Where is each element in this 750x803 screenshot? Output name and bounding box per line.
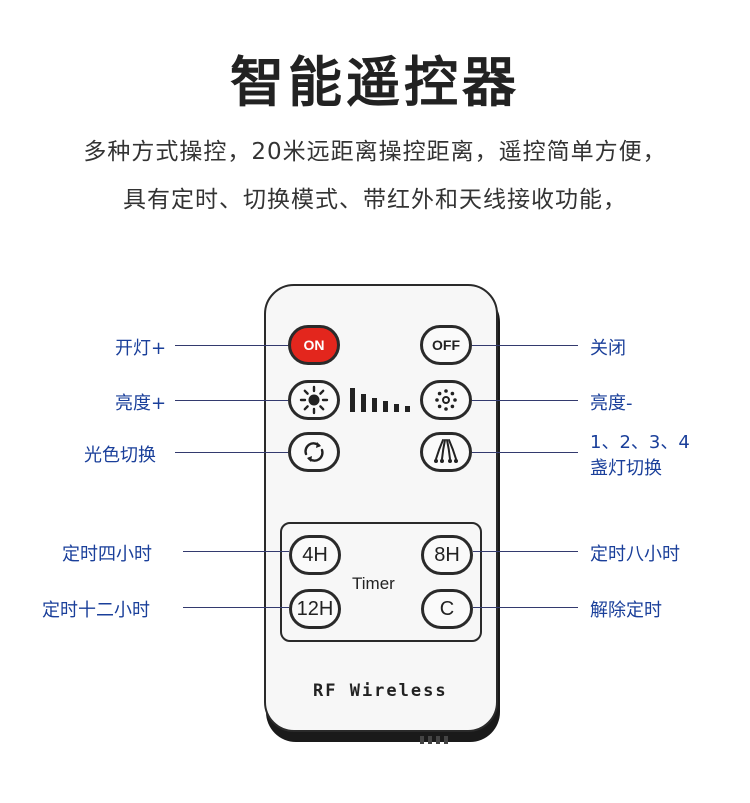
color-switch-button[interactable] xyxy=(288,432,340,472)
callout-line-lamp-switch xyxy=(472,452,578,453)
remote-grip xyxy=(428,736,432,744)
brand-label: RF Wireless xyxy=(313,681,448,701)
label-brightness-down: 亮度- xyxy=(590,393,633,414)
remote-grip xyxy=(420,736,424,744)
callout-line-timer-8h xyxy=(473,551,578,552)
timer-panel xyxy=(280,522,482,642)
callout-line-color-switch xyxy=(175,452,288,453)
callout-line-brightness-up xyxy=(175,400,288,401)
timer-12h-button[interactable]: 12H xyxy=(289,589,341,629)
remote-grip xyxy=(436,736,440,744)
timer-8h-button[interactable]: 8H xyxy=(421,535,473,575)
label-lamp-switch-line2: 盏灯切换 xyxy=(590,458,662,479)
callout-line-brightness-down xyxy=(472,400,578,401)
label-brightness-up: 亮度+ xyxy=(115,393,167,414)
cycle-arrows-icon xyxy=(304,442,324,462)
label-timer-12h: 定时十二小时 xyxy=(42,600,150,621)
lamp-switch-button[interactable] xyxy=(420,432,472,472)
description-line-1: 多种方式操控，20米远距离操控距离，遥控简单方便， xyxy=(83,139,667,165)
timer-label: Timer xyxy=(352,574,395,593)
timer-clear-button[interactable]: C xyxy=(421,589,473,629)
brightness-up-button[interactable] xyxy=(288,380,340,420)
label-timer-4h: 定时四小时 xyxy=(62,544,152,565)
on-button[interactable]: ON xyxy=(288,325,340,365)
label-color-switch: 光色切换 xyxy=(84,445,156,466)
label-off: 关闭 xyxy=(590,338,626,359)
sun-bright-icon xyxy=(299,385,329,415)
brightness-down-button[interactable] xyxy=(420,380,472,420)
callout-line-on xyxy=(175,345,288,346)
label-on: 开灯+ xyxy=(115,338,167,359)
off-button[interactable]: OFF xyxy=(420,325,472,365)
remote-grip xyxy=(444,736,448,744)
callout-line-timer-clear xyxy=(473,607,578,608)
timer-4h-button[interactable]: 4H xyxy=(289,535,341,575)
label-lamp-switch-line1: 1、2、3、4 xyxy=(590,432,690,453)
description-line-2: 具有定时、切换模式、带红外和天线接收功能， xyxy=(123,187,627,213)
label-timer-8h: 定时八小时 xyxy=(590,544,680,565)
callout-line-off xyxy=(472,345,578,346)
page-title: 智能遥控器 xyxy=(230,51,520,114)
sun-dim-icon xyxy=(435,389,457,411)
callout-line-timer-4h xyxy=(183,551,289,552)
callout-line-timer-12h xyxy=(183,607,289,608)
lamp-rays-icon xyxy=(434,439,458,463)
brightness-level-bars xyxy=(350,388,410,412)
label-timer-clear: 解除定时 xyxy=(590,600,662,621)
